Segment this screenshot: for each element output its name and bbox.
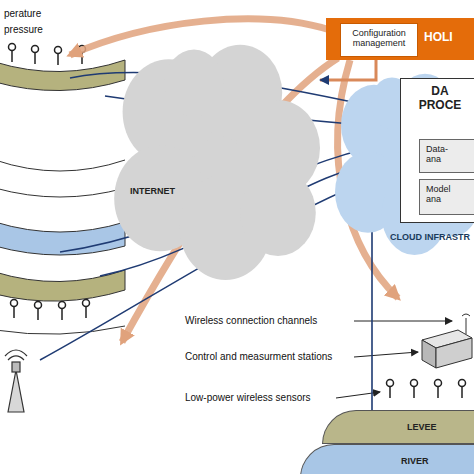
node-text: Data- ana xyxy=(426,144,460,165)
processing-box: DA PROCE Data- anaModel ana xyxy=(400,78,474,223)
antenna-tower xyxy=(5,350,27,412)
node-text: INTERNET xyxy=(130,186,190,196)
cloud-infrastructure: CLOUD INFRASTR DA PROCE Data- anaModel ana xyxy=(332,70,474,255)
legend-label: Control and measurment stations xyxy=(185,351,332,362)
sensor-icons xyxy=(9,44,466,399)
levee-band: LEVEE xyxy=(322,410,474,444)
sensor-label: perature xyxy=(4,8,41,19)
legend-label: Low-power wireless sensors xyxy=(185,392,311,403)
legend-leaders xyxy=(336,321,452,398)
analysis-box: Data- ana xyxy=(419,139,474,173)
node-text: Configuration management xyxy=(343,28,415,49)
title-bar: HOLI Configuration management xyxy=(326,18,474,60)
legend-label: Wireless connection channels xyxy=(185,315,317,326)
analysis-box: Model ana xyxy=(419,179,474,215)
internet-cloud: INTERNET xyxy=(110,40,320,280)
node-text: HOLI xyxy=(424,31,474,45)
cloud-shape xyxy=(110,40,320,280)
node-text: RIVER xyxy=(401,456,461,466)
sensor-label: pressure xyxy=(4,24,43,35)
node-text: CLOUD INFRASTR xyxy=(390,232,474,242)
node-text: Model ana xyxy=(426,184,460,205)
process-box: Configuration management xyxy=(340,23,418,57)
control-station xyxy=(422,314,472,368)
node-text: DA PROCE xyxy=(415,85,465,113)
node-text: LEVEE xyxy=(407,422,467,432)
connector xyxy=(320,57,376,80)
river-band: RIVER xyxy=(300,444,474,474)
levee-cylinder xyxy=(0,60,125,334)
